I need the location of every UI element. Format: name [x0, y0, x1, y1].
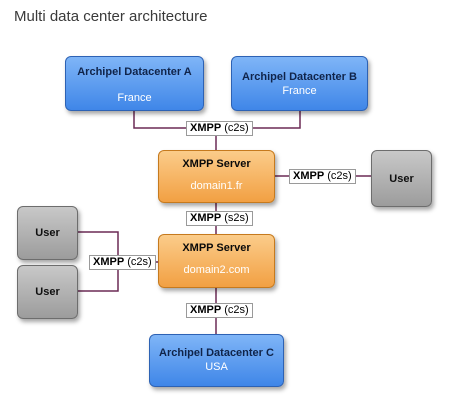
user-left-bottom-label: User — [35, 286, 60, 298]
datacenter-c-location: USA — [205, 361, 228, 373]
connector-user-left-bottom — [78, 262, 119, 292]
link-protocol: XMPP — [190, 304, 222, 316]
datacenter-a-node[interactable]: Archipel Datacenter A France — [65, 56, 204, 111]
diagram-title: Multi data center architecture — [14, 8, 208, 25]
user-left-top-node[interactable]: User — [17, 206, 78, 260]
user-right-node[interactable]: User — [371, 150, 432, 207]
user-right-label: User — [389, 172, 414, 185]
connector-user-left-top — [78, 231, 119, 262]
link-mode: (c2s) — [224, 122, 249, 134]
xmpp-server-2-name: XMPP Server — [182, 242, 251, 254]
link-label-users-to-server2: XMPP (c2s) — [89, 255, 156, 270]
datacenter-a-name: Archipel Datacenter A — [77, 66, 192, 78]
datacenter-b-node[interactable]: Archipel Datacenter B France — [231, 56, 368, 111]
link-label-dc-to-server1: XMPP (c2s) — [186, 121, 253, 136]
link-label-server1-to-server2: XMPP (s2s) — [186, 211, 253, 226]
xmpp-server-2-domain: domain2.com — [183, 264, 250, 276]
link-protocol: XMPP — [190, 122, 222, 134]
datacenter-a-location: France — [117, 92, 152, 104]
datacenter-b-name: Archipel Datacenter B — [242, 71, 357, 83]
datacenter-c-name: Archipel Datacenter C — [159, 347, 274, 359]
link-mode: (c2s) — [127, 256, 152, 268]
xmpp-server-1-domain: domain1.fr — [190, 180, 243, 192]
xmpp-server-1-node[interactable]: XMPP Server domain1.fr — [158, 150, 275, 203]
link-protocol: XMPP — [93, 256, 125, 268]
user-left-bottom-node[interactable]: User — [17, 265, 78, 319]
user-left-top-label: User — [35, 227, 60, 239]
link-protocol: XMPP — [293, 170, 325, 182]
datacenter-c-node[interactable]: Archipel Datacenter C USA — [149, 334, 284, 387]
link-protocol: XMPP — [190, 212, 222, 224]
xmpp-server-2-node[interactable]: XMPP Server domain2.com — [158, 234, 275, 288]
link-mode: (s2s) — [224, 212, 249, 224]
xmpp-server-1-name: XMPP Server — [182, 158, 251, 170]
link-label-user-to-server1: XMPP (c2s) — [289, 169, 356, 184]
link-mode: (c2s) — [327, 170, 352, 182]
link-mode: (c2s) — [224, 304, 249, 316]
link-label-server2-to-dc-c: XMPP (c2s) — [186, 303, 253, 318]
datacenter-b-location: France — [282, 85, 317, 97]
